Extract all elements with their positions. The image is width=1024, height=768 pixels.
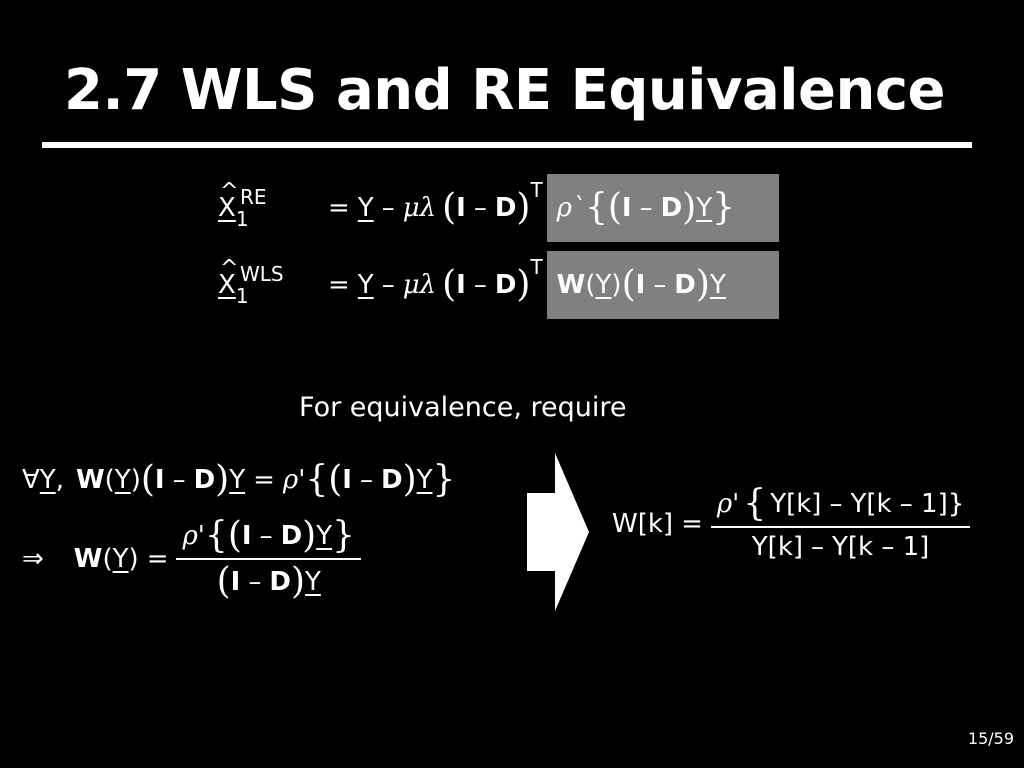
right-arrow-icon xyxy=(527,453,589,611)
highlight-box-re: ρ` { ( I – D ) Y } xyxy=(546,174,779,242)
page-number: 15/59 xyxy=(967,729,1014,748)
implies-symbol: ⇒ xyxy=(22,544,44,574)
fraction-w: ρ' { ( I – D ) Y } ( I – D ) Y xyxy=(176,518,361,600)
lhs-x-re: ^ X 1 RE xyxy=(218,179,267,231)
equation-re: ^ X 1 RE = Y – μλ ( I – D ) T ρ` { ( I –… xyxy=(218,174,779,242)
fraction-bar xyxy=(176,558,361,560)
title-divider xyxy=(42,142,972,148)
superscript-re: RE xyxy=(240,185,267,209)
fraction-wk: ρ' { Y[k] – Y[k – 1]} Y[k] – Y[k – 1] xyxy=(710,486,971,562)
fraction-bar xyxy=(710,526,971,528)
hat-accent: ^ xyxy=(220,256,239,281)
equation-condition: ∀ Y , W ( Y ) ( I – D ) Y = ρ' { ( I – D… xyxy=(22,459,456,500)
superscript-wls: WLS xyxy=(240,262,284,286)
equation-implication: ⇒ W ( Y ) = ρ' { ( I – D ) Y } ( I – D )… xyxy=(22,518,361,600)
hat-accent: ^ xyxy=(220,179,239,204)
highlight-box-wls: W ( Y ) ( I – D ) Y xyxy=(546,251,779,319)
lhs-x-wls: ^ X 1 WLS xyxy=(218,256,284,308)
equation-wk: W[k] = ρ' { Y[k] – Y[k – 1]} Y[k] – Y[k … xyxy=(612,486,971,562)
equation-wls: ^ X 1 WLS = Y – μλ ( I – D ) T W ( Y ) (… xyxy=(218,251,779,319)
slide-title: 2.7 WLS and RE Equivalence xyxy=(64,58,946,123)
equivalence-heading: For equivalence, require xyxy=(299,392,627,423)
